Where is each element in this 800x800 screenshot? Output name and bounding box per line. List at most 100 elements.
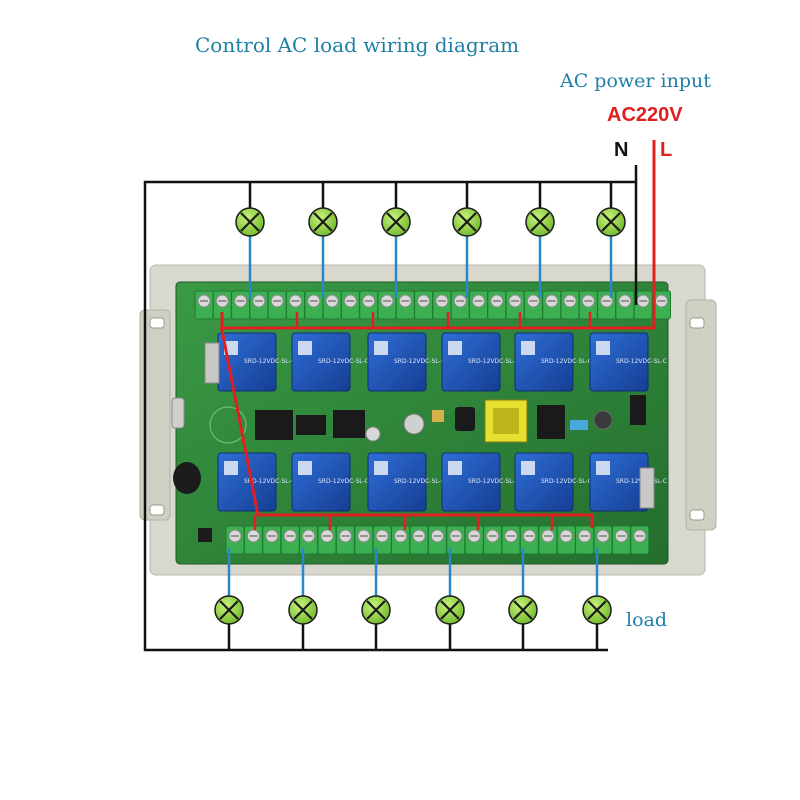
capacitor [365, 426, 381, 442]
terminal-screw [505, 290, 525, 320]
terminal-screw [243, 525, 263, 555]
power-input-label: AC power input [559, 70, 711, 92]
terminal-screw [575, 525, 595, 555]
resistor [432, 410, 444, 422]
relay: SRD-12VDC-SL-C [291, 452, 369, 512]
relay: SRD-12VDC-SL-C [589, 332, 667, 392]
antenna-pad [209, 406, 247, 444]
terminal-screw [262, 525, 282, 555]
terminal-screw [593, 525, 613, 555]
lamp-icon [525, 207, 555, 237]
relay: SRD-12VDC-SL-C [367, 452, 445, 512]
terminal-screw [249, 290, 269, 320]
top-terminal-strip [194, 290, 671, 320]
bottom-load-lamps [214, 595, 612, 625]
terminal-screw [299, 525, 319, 555]
neutral-wire [143, 165, 638, 652]
terminal-screw [354, 525, 374, 555]
load-label: load [626, 609, 667, 631]
relay-marking: SRD-12VDC-SL-C [541, 358, 592, 365]
capacitor [593, 410, 613, 430]
diagram-title: Control AC load wiring diagram [195, 33, 519, 57]
capacitor [455, 407, 475, 431]
top-load-lamps [235, 207, 626, 237]
live-label: L [660, 139, 672, 161]
terminal-screw [267, 290, 287, 320]
terminal-screw [377, 290, 397, 320]
terminal-screw [630, 525, 650, 555]
ir-receiver [173, 462, 201, 494]
voltage-label: AC220V [607, 104, 683, 126]
pin-header [639, 467, 655, 509]
live-wire [220, 140, 656, 330]
ic-chip [333, 410, 365, 438]
terminal-screw [322, 290, 342, 320]
terminal-screw [194, 290, 214, 320]
ic-chip [296, 415, 326, 435]
terminal-screw [280, 525, 300, 555]
terminal-screw [556, 525, 576, 555]
relay: SRD-12VDC-SL-C [217, 452, 295, 512]
terminal-screw [286, 290, 305, 320]
crystal-oscillator [171, 397, 185, 429]
terminal-screw [212, 290, 232, 320]
relay: SRD-12VDC-SL-C [514, 452, 592, 512]
fuse-block [630, 395, 646, 425]
terminal-screw [464, 525, 484, 555]
terminal-screw [578, 290, 598, 320]
relay-marking: SRD-12VDC-SL-C [318, 478, 369, 485]
terminal-screw [487, 290, 507, 320]
terminal-screw [391, 525, 411, 555]
lamp-icon [381, 207, 411, 237]
terminal-screw [304, 290, 324, 320]
lamp-icon [235, 207, 265, 237]
terminal-screw [372, 525, 392, 555]
terminal-screw [538, 525, 558, 555]
wiring [143, 140, 656, 652]
terminal-screw [427, 525, 447, 555]
terminal-screw [409, 525, 429, 555]
terminal-screw [231, 290, 251, 320]
power-transformer [484, 399, 528, 443]
relay-marking: SRD-12VDC-SL-C [244, 478, 295, 485]
relay: SRD-12VDC-SL-C [367, 332, 445, 392]
relay-marking: SRD-12VDC-SL-C [244, 358, 295, 365]
transformer-core [493, 408, 519, 434]
terminal-screw [432, 290, 452, 320]
terminal-screw [317, 525, 337, 555]
relay-marking: SRD-12VDC-SL-C [541, 478, 592, 485]
lamp-icon [508, 595, 538, 625]
relay-marking: SRD-12VDC-SL-C [468, 358, 519, 365]
terminal-screw [501, 525, 521, 555]
terminal-screw [519, 525, 539, 555]
mount-hole [689, 509, 705, 521]
lamp-icon [596, 207, 626, 237]
relay-marking: SRD-12VDC-SL-C [616, 358, 667, 365]
terminal-screw [560, 290, 580, 320]
mount-hole [689, 317, 705, 329]
learn-button [198, 528, 212, 542]
relay-marking: SRD-12VDC-SL-C [318, 358, 369, 365]
lamp-icon [214, 595, 244, 625]
regulator [537, 405, 565, 439]
terminal-screw [615, 290, 635, 320]
resistor [570, 420, 588, 430]
terminal-screw [359, 290, 379, 320]
mount-hole [149, 317, 165, 329]
terminal-screw [340, 290, 360, 320]
lamp-icon [435, 595, 465, 625]
terminal-screw [611, 525, 631, 555]
terminal-screw [597, 290, 617, 320]
lamp-icon [288, 595, 318, 625]
relay-marking: SRD-12VDC-SL-C [394, 358, 445, 365]
terminal-screw [335, 525, 355, 555]
lamp-icon [452, 207, 482, 237]
terminal-screw [225, 525, 245, 555]
ic-chip [255, 410, 293, 440]
terminal-screw [414, 290, 434, 320]
capacitor [403, 413, 425, 435]
live-wire [220, 312, 594, 528]
terminal-screw [450, 290, 470, 320]
control-circuitry [171, 342, 655, 542]
